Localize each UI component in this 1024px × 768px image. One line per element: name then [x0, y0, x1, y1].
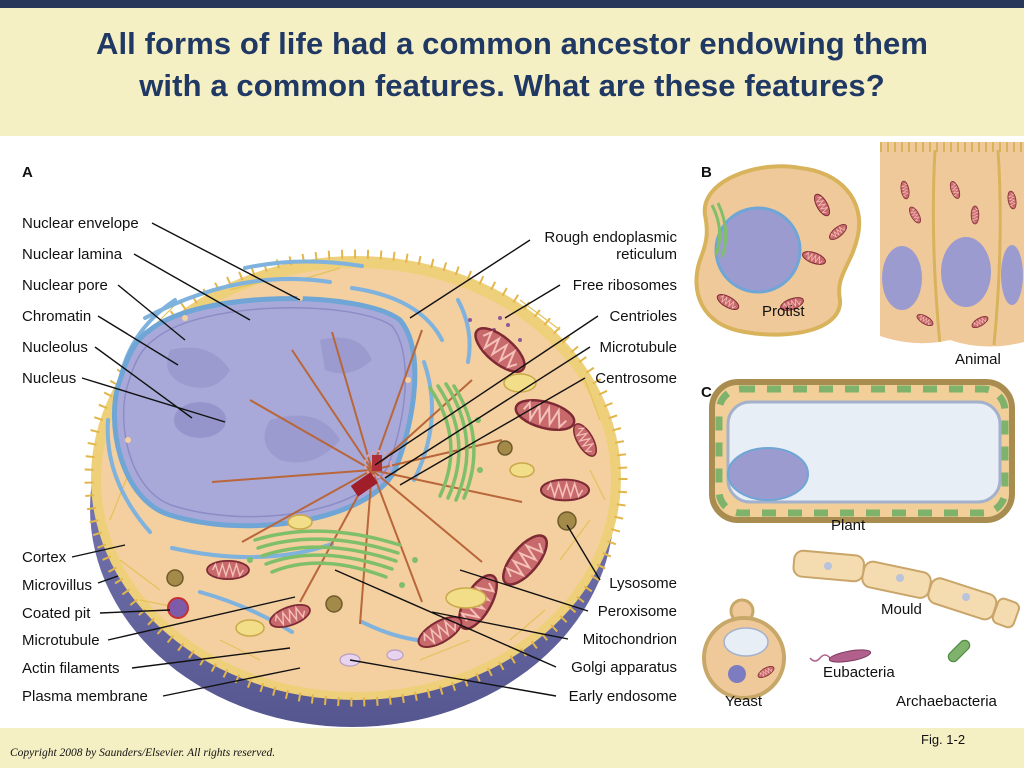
- mitochondrion: [206, 560, 250, 580]
- microvilli-fringe: [84, 249, 628, 707]
- label-coated-pit: Coated pit: [22, 605, 91, 622]
- microtubules: [211, 329, 523, 625]
- leader-line-centrosome: [399, 377, 586, 486]
- label-mould: Mould: [881, 601, 922, 618]
- figure-canvas: A B C: [22, 142, 1024, 727]
- copyright-notice: Copyright 2008 by Saunders/Elsevier. All…: [10, 747, 276, 759]
- label-lysosome: Lysosome: [609, 575, 677, 592]
- leader-line-microtubule-left: [107, 596, 296, 641]
- leader-line-plasma-membrane: [162, 667, 301, 697]
- label-plasma-membrane: Plasma membrane: [22, 688, 148, 705]
- leader-line-nuclear-envelope: [151, 222, 301, 301]
- label-golgi-apparatus: Golgi apparatus: [571, 659, 677, 676]
- protist-cell-illustration: [694, 164, 862, 337]
- top-stripe: [0, 0, 1024, 8]
- label-microvillus: Microvillus: [22, 577, 92, 594]
- label-nucleolus: Nucleolus: [22, 339, 88, 356]
- slide-title-line-1: All forms of life had a common ancestor …: [95, 26, 929, 61]
- figure-number: Fig. 1-2: [921, 732, 966, 747]
- label-archaebacteria: Archaebacteria: [896, 693, 998, 710]
- golgi-apparatus: [253, 382, 476, 579]
- label-chromatin: Chromatin: [22, 308, 91, 325]
- panel-letter-b: B: [701, 164, 712, 181]
- leader-line-actin-filaments: [131, 647, 291, 669]
- cell-figure: A B C: [0, 136, 1024, 728]
- leader-line-chromatin: [97, 315, 179, 366]
- label-animal: Animal: [955, 351, 1001, 368]
- label-early-endosome: Early endosome: [569, 688, 677, 705]
- label-cortex: Cortex: [22, 549, 67, 566]
- leader-line-golgi-apparatus: [334, 569, 557, 668]
- label-rough-er-line-1: Rough endoplasmic: [544, 229, 677, 246]
- leader-line-nuclear-pore: [117, 284, 186, 341]
- leader-line-microvillus: [97, 575, 119, 584]
- leader-line-nuclear-lamina: [133, 253, 251, 321]
- animal-tissue-illustration: [880, 142, 1024, 347]
- eukaryotic-cell-illustration: [84, 249, 628, 727]
- label-mitochondrion: Mitochondrion: [583, 631, 677, 648]
- leader-line-coated-pit: [99, 609, 171, 614]
- label-nuclear-pore: Nuclear pore: [22, 277, 108, 294]
- slide-footer: Fig. 1-2 Copyright 2008 by Saunders/Else…: [0, 728, 1024, 768]
- panel-letter-c: C: [701, 384, 712, 401]
- leader-line-microtubule-right: [384, 346, 591, 479]
- label-actin-filaments: Actin filaments: [22, 660, 120, 677]
- slide-title-line-2: with a common features. What are these f…: [139, 68, 885, 103]
- leader-line-cortex: [71, 544, 126, 558]
- label-yeast: Yeast: [725, 693, 763, 710]
- leader-line-centrioles: [374, 315, 599, 466]
- label-plant: Plant: [831, 517, 866, 534]
- label-protist: Protist: [762, 303, 805, 320]
- slide-header: [0, 8, 1024, 136]
- lysosomes: [166, 440, 577, 613]
- plant-cell-illustration: [709, 379, 1015, 523]
- peroxisomes: [235, 373, 537, 637]
- label-peroxisome: Peroxisome: [598, 603, 677, 620]
- slide-title: All forms of life had a common ancestor …: [0, 23, 1024, 107]
- panel-letter-a: A: [22, 164, 33, 181]
- label-centrosome: Centrosome: [595, 370, 677, 387]
- leader-line-rough-er: [409, 239, 531, 319]
- label-rough-er-line-2: reticulum: [616, 246, 677, 263]
- label-free-ribosomes: Free ribosomes: [573, 277, 677, 294]
- leader-lines: [71, 222, 601, 697]
- label-centrioles: Centrioles: [609, 308, 677, 325]
- leader-line-mitochondrion: [431, 611, 569, 640]
- coated-pit: [167, 597, 189, 619]
- label-nuclear-lamina: Nuclear lamina: [22, 246, 123, 263]
- centriole: [350, 472, 378, 497]
- label-microtubule-left: Microtubule: [22, 632, 100, 649]
- label-nucleus: Nucleus: [22, 370, 76, 387]
- leader-line-peroxisome: [459, 569, 589, 612]
- mitochondrion: [539, 478, 591, 502]
- leader-line-free-ribosomes: [504, 284, 561, 319]
- leader-line-early-endosome: [349, 659, 557, 697]
- mould-hyphae-illustration: [792, 549, 1020, 629]
- golgi-vesicles: [247, 417, 483, 588]
- archaebacterium-illustration: [947, 639, 971, 663]
- eubacterium-illustration: [809, 649, 872, 663]
- label-nuclear-envelope: Nuclear envelope: [22, 215, 139, 232]
- chromatin: [167, 337, 372, 463]
- label-eubacteria: Eubacteria: [823, 664, 895, 681]
- yeast-cell-illustration: [702, 598, 786, 700]
- leader-line-lysosome: [566, 524, 601, 581]
- leader-line-nucleus: [81, 377, 226, 423]
- label-microtubule-right: Microtubule: [599, 339, 677, 356]
